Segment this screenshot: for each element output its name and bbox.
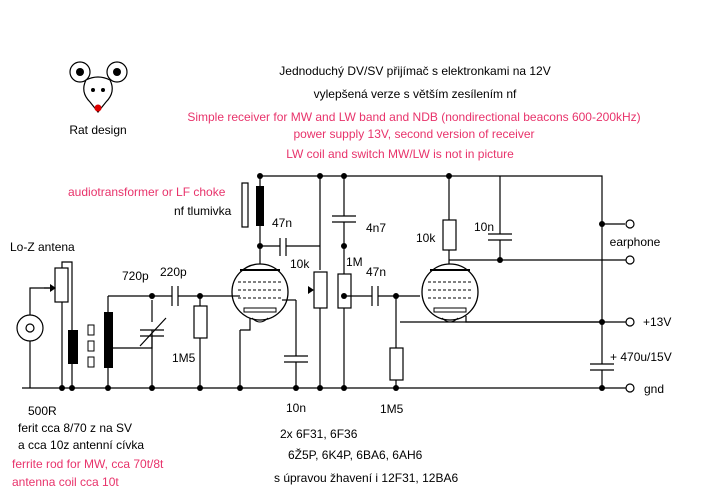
tube-types-3: s úpravou žhavení i 12F31, 12BA6	[274, 471, 458, 485]
cap-47n-a-label: 47n	[272, 216, 292, 230]
antenna-label: Lo-Z antena	[10, 240, 75, 254]
resistor-1m5-bottom	[389, 347, 404, 381]
resistor-1m5-grid-label: 1M5	[172, 351, 196, 365]
resistor-10k-b-label: 10k	[416, 231, 436, 245]
plus13-label: +13V	[643, 315, 671, 329]
pot-500r	[54, 267, 69, 303]
nf-tlumivka-label: nf tlumivka	[174, 204, 232, 218]
pot-wiper-arrow	[50, 284, 56, 292]
tube-types-2: 6Ž5P, 6K4P, 6BA6, 6AH6	[288, 447, 423, 462]
cap-47n-b-label: 47n	[366, 265, 386, 279]
english-description-2: power supply 13V, second version of rece…	[293, 127, 534, 141]
czech-subtitle: vylepšená verze s větším zesílením nf	[314, 87, 517, 101]
resistor-1m5-grid	[193, 305, 208, 339]
audiotransformer-label: audiotransformer or LF choke	[68, 185, 226, 199]
english-description-1: Simple receiver for MW and LW band and N…	[187, 110, 640, 124]
resistor-10k-b	[442, 219, 457, 251]
pot-10k-a-label: 10k	[290, 257, 310, 271]
tube-types-1: 2x 6F31, 6F36	[280, 427, 358, 441]
resistor-1m-label: 1M	[346, 255, 363, 269]
cap-720p-tuning-arrow	[139, 317, 167, 347]
tuning-coil	[104, 312, 113, 368]
b-plus-rail	[260, 175, 603, 322]
tube-2	[421, 263, 479, 323]
czech-title: Jednoduchý DV/SV přijímač s elektronkami…	[279, 64, 550, 78]
cap-720p-label: 720p	[122, 269, 149, 283]
rat-logo-icon	[69, 61, 128, 113]
ferrite-note-en-2: antenna coil cca 10t	[12, 475, 119, 489]
pot-10k-a	[313, 271, 328, 309]
earphone-terminal-2	[625, 255, 635, 265]
ground-terminal	[625, 383, 635, 393]
antenna-coil	[68, 330, 78, 364]
antenna-feed-wire	[29, 287, 50, 315]
cap-10n-bottom-label: 10n	[286, 401, 306, 415]
gnd-label: gnd	[644, 382, 664, 396]
ferrite-note-cz-2: a cca 10z antenní cívka	[18, 438, 144, 452]
cap-4n7-label: 4n7	[366, 221, 386, 235]
logo-caption: Rat design	[69, 123, 126, 137]
ferrite-note-en-1: ferrite rod for MW, cca 70t/8t	[12, 457, 164, 471]
cap-10n-top-label: 10n	[474, 220, 494, 234]
english-description-3: LW coil and switch MW/LW is not in pictu…	[286, 147, 514, 161]
earphone-label: earphone	[610, 235, 661, 249]
cap-220p-label: 220p	[160, 265, 187, 279]
resistor-1m	[337, 273, 352, 309]
plus13-terminal	[625, 317, 635, 327]
ferrite-note-cz-1: ferit cca 8/70 z na SV	[18, 421, 132, 435]
earphone-terminal-1	[625, 219, 635, 229]
audio-transformer	[256, 186, 264, 226]
cap470-label: + 470u/15V	[610, 350, 672, 364]
junction-dots	[59, 173, 605, 391]
tube-1	[231, 263, 289, 323]
pot-500r-label: 500R	[28, 404, 57, 418]
resistor-1m5-bottom-label: 1M5	[380, 402, 404, 416]
